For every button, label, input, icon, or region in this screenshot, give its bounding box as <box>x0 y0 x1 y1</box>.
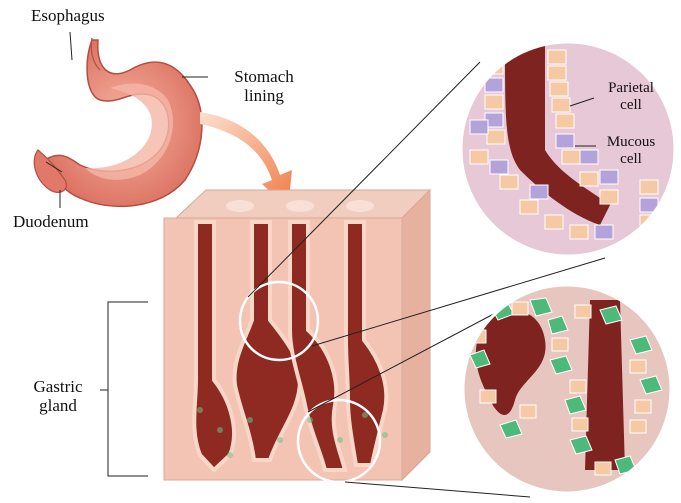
mucous-cell-line1: Mucous <box>598 134 664 151</box>
stomach-illustration <box>34 38 202 206</box>
parietal-cell-line2: cell <box>596 97 666 114</box>
mucous-cell-label: Mucous cell <box>598 134 664 168</box>
parietal-cell-line1: Parietal <box>596 80 666 97</box>
duodenum-label: Duodenum <box>13 212 89 231</box>
gastric-gland-line1: Gastric <box>22 377 94 396</box>
gastric-gland-line2: gland <box>22 396 94 415</box>
magnified-circle-lower <box>463 285 671 493</box>
mucous-cell-line2: cell <box>598 151 664 168</box>
stomach-lining-label: Stomach lining <box>218 67 310 105</box>
esophagus-label: Esophagus <box>31 6 105 25</box>
parietal-cell-label: Parietal cell <box>596 80 666 114</box>
stomach-body <box>45 40 202 206</box>
stomach-lining-line1: Stomach <box>218 67 310 86</box>
stomach-lining-line2: lining <box>218 86 310 105</box>
gastric-gland-label: Gastric gland <box>22 377 94 415</box>
